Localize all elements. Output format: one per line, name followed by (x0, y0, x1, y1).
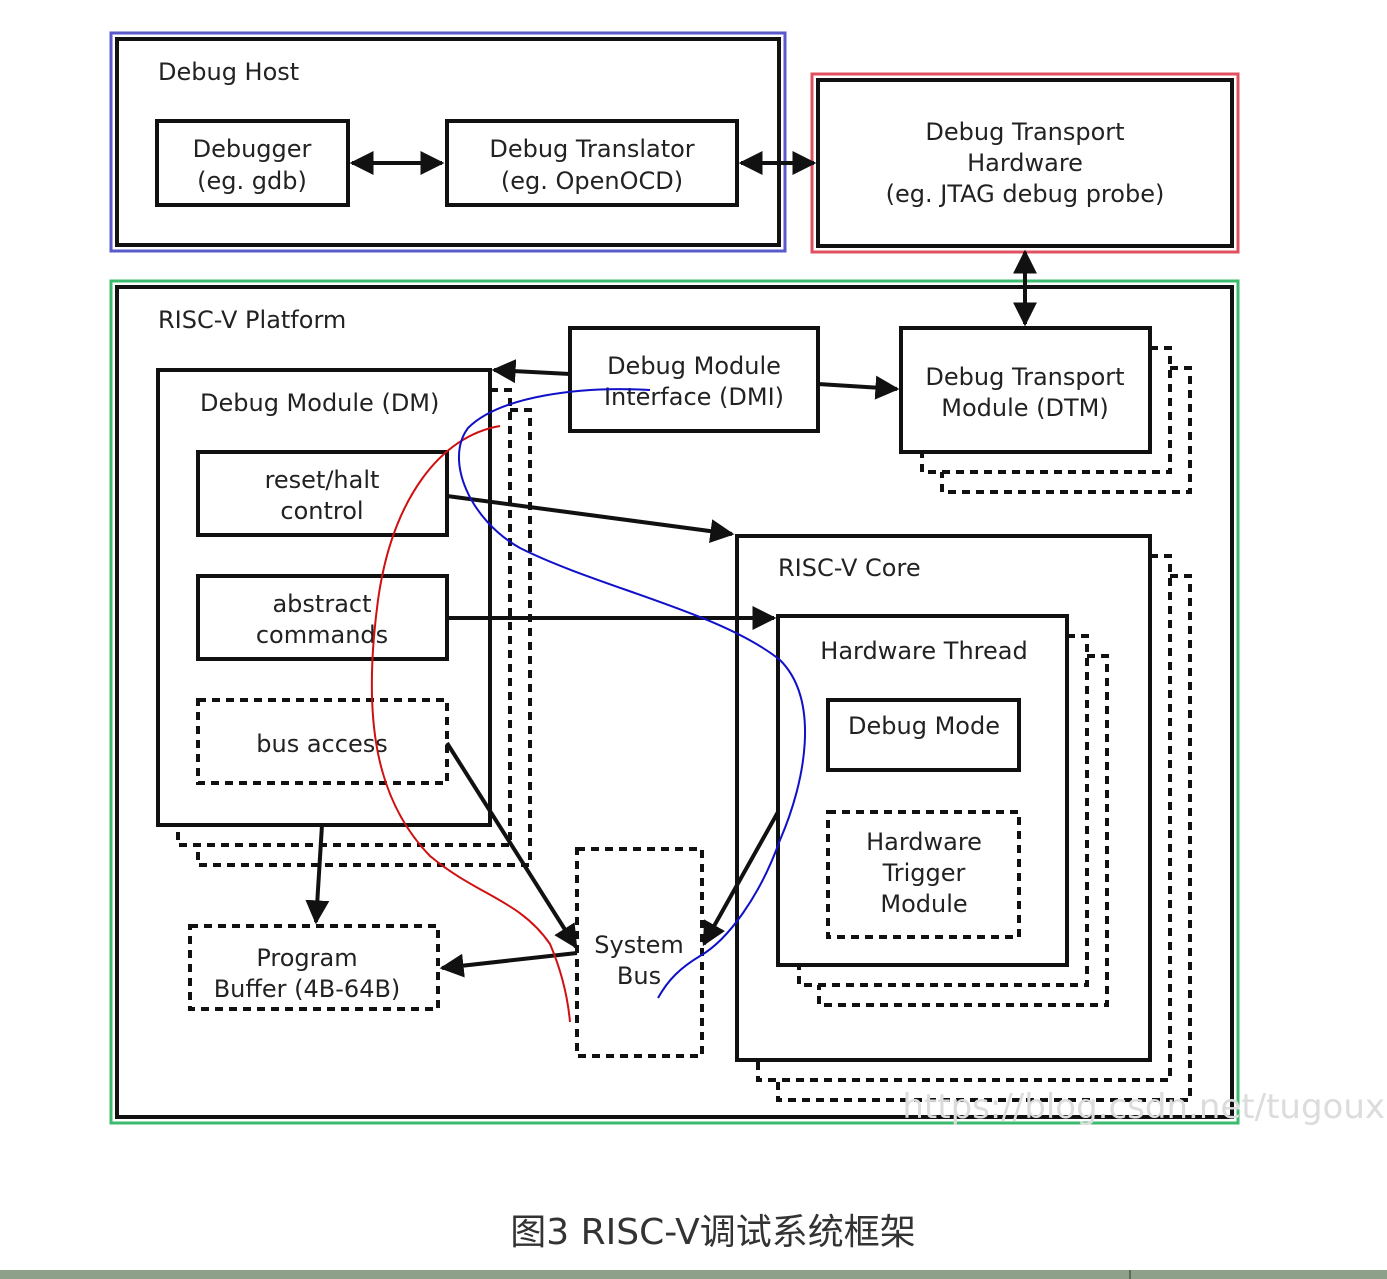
trigger-line3: Module (880, 890, 967, 918)
trigger-line1: Hardware (866, 828, 982, 856)
arrow-dmi-dtm (817, 375, 900, 400)
core-title: RISC-V Core (778, 554, 921, 582)
arrow-busaccess-sysbus (445, 741, 578, 950)
dmi-line2: Interface (DMI) (604, 383, 784, 411)
reset-halt-box: reset/halt control (196, 450, 449, 537)
dm-stack-1 (176, 388, 512, 847)
translator-line1: Debug Translator (489, 135, 694, 163)
transport-hw-line3: (eg. JTAG debug probe) (886, 180, 1165, 208)
arrow-dm-progbuf (305, 824, 330, 925)
abstract-commands-box: abstract commands (196, 574, 449, 661)
red-annotation-stroke (370, 425, 571, 1023)
debug-host-title: Debug Host (158, 58, 299, 86)
platform-title: RISC-V Platform (158, 306, 346, 334)
figure-caption: 图3 RISC-V调试系统框架 (510, 1212, 915, 1253)
platform-highlight (109, 279, 1240, 1125)
arrow-dmi-dm (491, 359, 571, 384)
dtm-stack-1 (920, 346, 1172, 474)
blue-annotation-stroke (458, 388, 806, 999)
transport-hw-line2: Hardware (967, 149, 1083, 177)
progbuf-line1: Program (256, 944, 357, 972)
dtm-line1: Debug Transport (925, 363, 1124, 391)
trigger-module-box: Hardware Trigger Module (826, 810, 1021, 939)
bus-access-box: bus access (196, 698, 449, 785)
reset-halt-line1: reset/halt (265, 466, 380, 494)
program-buffer-box: Program Buffer (4B-64B) (188, 924, 440, 1011)
bus-access-label: bus access (256, 730, 387, 758)
dtm-box: Debug Transport Module (DTM) (899, 326, 1152, 454)
debugger-line1: Debugger (193, 135, 312, 163)
progbuf-line2: Buffer (4B-64B) (214, 975, 401, 1003)
dmi-box: Debug Module Interface (DMI) (568, 326, 820, 433)
watermark: https://blog.csdn.net/tugoux (902, 1087, 1385, 1127)
abstract-line2: commands (256, 621, 388, 649)
transport-hw-line1: Debug Transport (925, 118, 1124, 146)
debug-mode-box: Debug Mode (826, 698, 1021, 772)
sysbus-line1: System (594, 931, 684, 959)
hart-stack-1 (797, 634, 1089, 987)
debug-mode-label: Debug Mode (848, 712, 1000, 740)
sysbus-line2: Bus (617, 962, 661, 990)
translator-box: Debug Translator (eg. OpenOCD) (445, 119, 739, 207)
reset-halt-line2: control (280, 497, 363, 525)
dm-stack-2 (196, 408, 532, 867)
system-bus-box: System Bus (575, 847, 704, 1058)
arrow-reset-core (446, 494, 735, 544)
trigger-line2: Trigger (882, 859, 966, 887)
debugger-line2: (eg. gdb) (197, 167, 307, 195)
abstract-line1: abstract (272, 590, 371, 618)
arrow-hart-sysbus (702, 811, 780, 947)
translator-line2: (eg. OpenOCD) (501, 167, 683, 195)
transport-hw-group: Debug Transport Hardware (eg. JTAG debug… (810, 72, 1240, 254)
dm-title: Debug Module (DM) (200, 389, 439, 417)
debug-host-highlight (109, 31, 787, 253)
dtm-stack-2 (940, 366, 1192, 494)
footer-bar (0, 1270, 1387, 1279)
hart-stack-2 (817, 654, 1109, 1007)
hart-title: Hardware Thread (820, 637, 1027, 665)
transport-hw-box (816, 78, 1234, 248)
debugger-box: Debugger (eg. gdb) (155, 119, 350, 207)
dmi-line1: Debug Module (607, 352, 781, 380)
dtm-line2: Module (DTM) (941, 394, 1108, 422)
